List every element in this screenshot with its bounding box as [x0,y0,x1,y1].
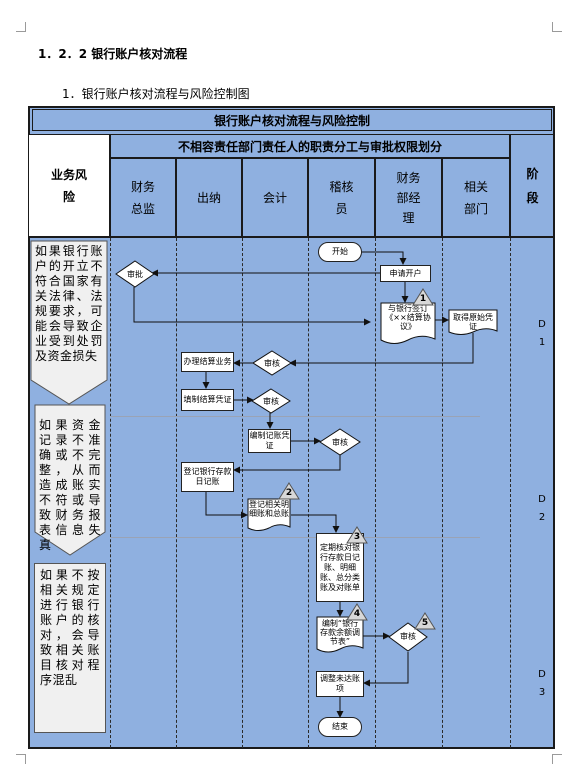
page-corner-mark [552,22,562,32]
role-line: 理 [402,210,415,225]
lane-divider [375,238,376,748]
risk-text-3: 如果不按相关规定进行银行账户的核对，会导致相关账目核对程序混乱 [34,563,106,733]
adjust-items-box: 调整未达账项 [316,671,364,697]
risk-text-2: 如果资金记录不准确或不完整，从而造成账实不符或导致财务报表信息失真 [39,418,101,552]
review-diamond-3 [319,428,361,456]
fill-voucher-box: 填制结算凭证 [181,389,234,411]
page-corner-mark [16,754,26,764]
lane-divider [242,238,243,748]
stage-header-line: 阶 [526,166,539,181]
sign-agreement-label: 与银行签订《××结算协议》 [385,304,431,331]
risk-marker-triangle [346,603,368,621]
register-ledger-doc [247,498,291,531]
register-journal-box: 登记银行存款日记账 [181,462,234,492]
stage-label-d1: D 1 [532,318,552,350]
sign-agreement-doc [380,302,436,344]
risk-arrow-shape [34,404,106,556]
review-label-3: 审核 [332,438,348,447]
risk-marker-triangle [412,288,434,306]
start-terminal: 开始 [318,242,362,262]
prepare-reconcile-label: 编制“银行存款余额调节表” [320,619,360,646]
role-line: 财务 [130,179,155,194]
stage-header-line: 段 [526,190,539,205]
approval-diamond [115,260,155,288]
risk-marker-number: 2 [285,488,293,498]
role-header-finance-director: 财务 总监 [110,158,176,237]
flow-table [28,106,555,749]
table-title: 银行账户核对流程与风险控制 [32,109,552,131]
column-group-text: 不相容责任部门责任人的职责分工与审批权限划分 [177,139,442,154]
lane-divider [510,238,511,748]
get-vouchers-doc [448,309,498,335]
risk-text-1: 如果银行账户的开立不符合国家有关法律、法规要求，可能会导致企业受到处罚及资金损失 [35,244,103,363]
role-line: 财务 [396,170,421,185]
stage-letter: D [538,319,546,330]
review-diamond-2 [251,388,291,414]
risk-marker-triangle [278,482,300,500]
stage-divider [110,537,480,538]
review-label-2: 审核 [263,397,279,406]
role-header-finance-manager: 财务 部经 理 [375,158,442,237]
risk-marker-number: 4 [353,609,361,619]
role-header-cashier: 出纳 [176,158,242,237]
column-group-header: 不相容责任部门责任人的职责分工与审批权限划分 [110,134,510,158]
role-line: 相关 [463,179,488,194]
role-line: 部门 [463,201,488,216]
role-header-auditor: 稽核 员 [308,158,375,237]
prepare-reconcile-doc [316,616,364,653]
role-header-related-dept: 相关 部门 [442,158,510,237]
table-title-text: 银行账户核对流程与风险控制 [213,113,370,128]
stage-letter: D [538,669,546,680]
review-diamond-4 [388,622,428,652]
role-line: 出纳 [196,191,221,205]
register-ledger-label: 登记相关明细账和总账 [249,500,289,518]
section-heading: 1．2．2 银行账户核对流程 [38,47,188,61]
page-corner-mark [16,22,26,32]
stage-number: 3 [538,687,546,698]
role-line: 部经 [396,190,421,205]
lane-divider [308,238,309,748]
apply-account-box: 申请开户 [380,265,431,282]
review-label-1: 审核 [264,359,280,368]
lane-divider [110,238,111,748]
review-label-4: 审核 [400,632,416,641]
end-terminal: 结束 [318,717,362,737]
compile-voucher-box: 编制记账凭证 [248,429,291,453]
get-vouchers-label: 取得原始凭证 [453,313,493,331]
handle-settlement-box: 办理结算业务 [181,352,234,372]
lane-divider [442,238,443,748]
risk-arrow-shape [30,240,108,405]
risk-marker-triangle [414,612,436,630]
risk-marker-number: 5 [421,618,429,628]
body-top-border [28,237,555,238]
stage-label-d2: D 2 [532,493,552,525]
sub-heading: 1．银行账户核对流程与风险控制图 [62,87,250,101]
stage-divider [110,416,480,417]
stage-number: 1 [538,337,546,348]
role-header-accountant: 会计 [242,158,308,237]
role-line: 会计 [262,191,287,205]
stage-header: 阶 段 [510,134,555,237]
lane-divider [176,238,177,748]
risk-header: 业务风 险 [28,134,110,237]
role-line: 稽核 [329,179,354,194]
page-corner-mark [552,754,562,764]
stage-label-d3: D 3 [532,668,552,700]
risk-marker-number: 3 [353,532,361,542]
role-line: 总监 [130,201,155,216]
stage-letter: D [538,494,546,505]
approval-label: 审批 [127,270,143,279]
role-line: 员 [335,201,348,216]
stage-number: 2 [538,512,546,523]
risk-marker-triangle [346,526,368,544]
risk-marker-number: 1 [419,294,427,304]
risk-header-line: 险 [62,189,75,204]
risk-header-line: 业务风 [50,167,87,182]
regular-check-box: 定期核对银行存款日记账、明细账、总分类账及对账单 [316,533,364,602]
review-diamond-1 [252,350,292,376]
